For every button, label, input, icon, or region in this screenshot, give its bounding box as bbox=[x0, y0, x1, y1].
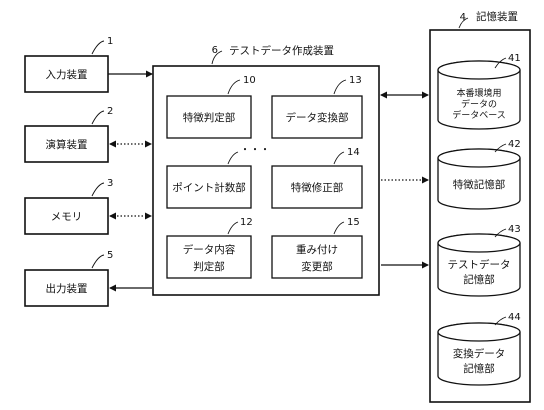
db-feature-ref: 42 bbox=[508, 139, 521, 150]
module-point-calc-ref: ・・・ bbox=[240, 145, 270, 156]
db-convert: 変換データ 記憶部 44 bbox=[437, 312, 521, 386]
module-feature-fix-ref: 14 bbox=[347, 147, 360, 158]
test-data-creation-device: 6 テストデータ作成装置 特徴判定部 10 データ変換部 13 ポイント計数部 … bbox=[152, 44, 380, 296]
memory-device-label: メモリ bbox=[51, 211, 83, 223]
db-feature-line1: 特徴記憶部 bbox=[453, 178, 506, 191]
db-source-line2: データの bbox=[461, 98, 497, 110]
db-test-line1: テストデータ bbox=[448, 258, 511, 271]
module-data-convert-ref: 13 bbox=[349, 75, 362, 86]
calc-device-ref: 2 bbox=[107, 106, 113, 117]
output-device-ref: 5 bbox=[107, 250, 113, 261]
module-content-judge-ref: 12 bbox=[240, 217, 253, 228]
module-data-convert: データ変換部 13 bbox=[271, 75, 363, 139]
input-device: 入力装置 1 bbox=[24, 36, 113, 93]
module-point-calc-label: ポイント計数部 bbox=[172, 181, 246, 194]
calc-device-label: 演算装置 bbox=[46, 138, 88, 151]
db-convert-line1: 変換データ bbox=[453, 347, 506, 360]
module-point-calc: ポイント計数部 ・・・ bbox=[166, 145, 270, 209]
module-feature-judge: 特徴判定部 10 bbox=[166, 75, 256, 139]
module-weight-change-line2: 変更部 bbox=[301, 260, 333, 273]
module-weight-change-line1: 重み付け bbox=[296, 243, 338, 256]
module-content-judge-line2: 判定部 bbox=[193, 260, 225, 273]
db-source-ref: 41 bbox=[508, 53, 521, 64]
module-feature-fix-label: 特徴修正部 bbox=[291, 181, 344, 194]
storage-device-ref: 4 bbox=[460, 12, 466, 23]
output-device-label: 出力装置 bbox=[46, 282, 88, 295]
db-convert-ref: 44 bbox=[508, 312, 521, 323]
memory-device-ref: 3 bbox=[107, 178, 113, 189]
input-device-ref: 1 bbox=[107, 36, 113, 47]
db-source-line3: データベース bbox=[452, 109, 506, 121]
module-feature-fix: 特徴修正部 14 bbox=[271, 147, 363, 209]
input-device-label: 入力装置 bbox=[46, 68, 88, 81]
storage-device-title: 記憶装置 bbox=[476, 10, 518, 23]
db-feature: 特徴記憶部 42 bbox=[437, 139, 521, 210]
main-device-title: テストデータ作成装置 bbox=[229, 44, 334, 57]
module-weight-change-ref: 15 bbox=[347, 217, 360, 228]
module-feature-judge-ref: 10 bbox=[243, 75, 256, 86]
module-data-convert-label: データ変換部 bbox=[286, 111, 349, 124]
calc-device: 演算装置 2 bbox=[24, 106, 113, 163]
db-test: テストデータ 記憶部 43 bbox=[437, 224, 521, 297]
module-content-judge: データ内容 判定部 12 bbox=[166, 217, 253, 279]
db-test-ref: 43 bbox=[508, 224, 521, 235]
db-source-line1: 本番環境用 bbox=[456, 87, 501, 99]
output-device: 出力装置 5 bbox=[24, 250, 113, 307]
module-feature-judge-label: 特徴判定部 bbox=[183, 111, 236, 124]
memory-device: メモリ 3 bbox=[24, 178, 113, 235]
module-content-judge-line1: データ内容 bbox=[183, 243, 236, 256]
db-convert-line2: 記憶部 bbox=[463, 362, 495, 375]
module-weight-change: 重み付け 変更部 15 bbox=[271, 217, 363, 279]
storage-device: 4 記憶装置 本番環境用 データの データベース 41 特徴記憶部 42 テスト… bbox=[429, 10, 531, 403]
main-device-ref: 6 bbox=[212, 45, 218, 56]
db-source: 本番環境用 データの データベース 41 bbox=[437, 53, 521, 130]
db-test-line2: 記憶部 bbox=[463, 273, 495, 286]
